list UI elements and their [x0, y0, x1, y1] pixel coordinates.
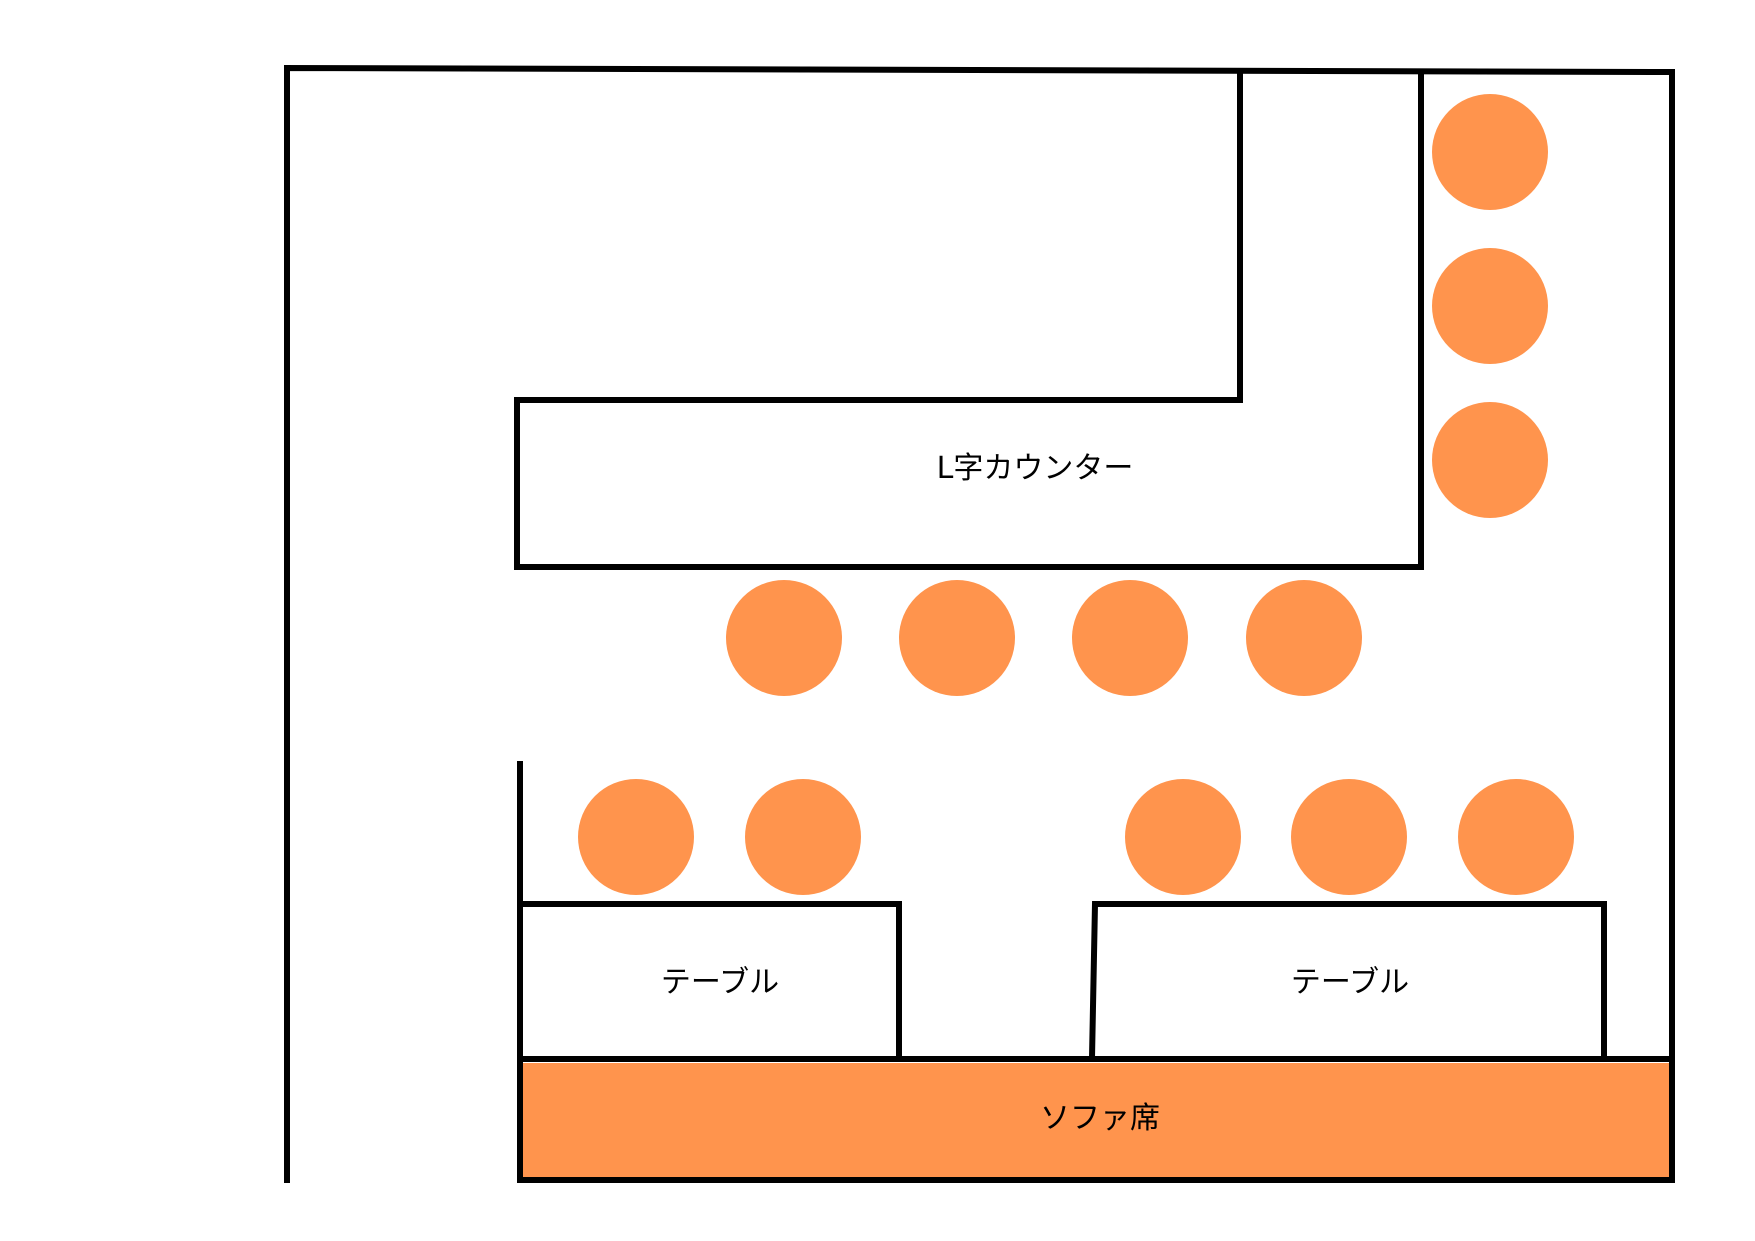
- table-left-outline: [517, 901, 902, 1061]
- seat: [1246, 580, 1362, 696]
- sofa-seat: [523, 1063, 1669, 1180]
- table-left-label: テーブル: [661, 965, 779, 1000]
- seat: [726, 580, 842, 696]
- seat: [1291, 779, 1407, 895]
- seat: [578, 779, 694, 895]
- seat: [745, 779, 861, 895]
- seat: [1458, 779, 1574, 895]
- table-right-outline: [1088, 901, 1607, 1062]
- seat: [899, 580, 1015, 696]
- counter-outline: [514, 69, 1424, 570]
- sofa-label: ソファ席: [1040, 1101, 1160, 1136]
- outer-wall: [284, 64, 1675, 1183]
- seat: [1432, 94, 1548, 210]
- seat: [1432, 402, 1548, 518]
- seat: [1432, 248, 1548, 364]
- counter-label: L字カウンター: [937, 451, 1134, 486]
- seat: [1072, 580, 1188, 696]
- table-right-label: テーブル: [1291, 965, 1409, 1000]
- seat: [1125, 779, 1241, 895]
